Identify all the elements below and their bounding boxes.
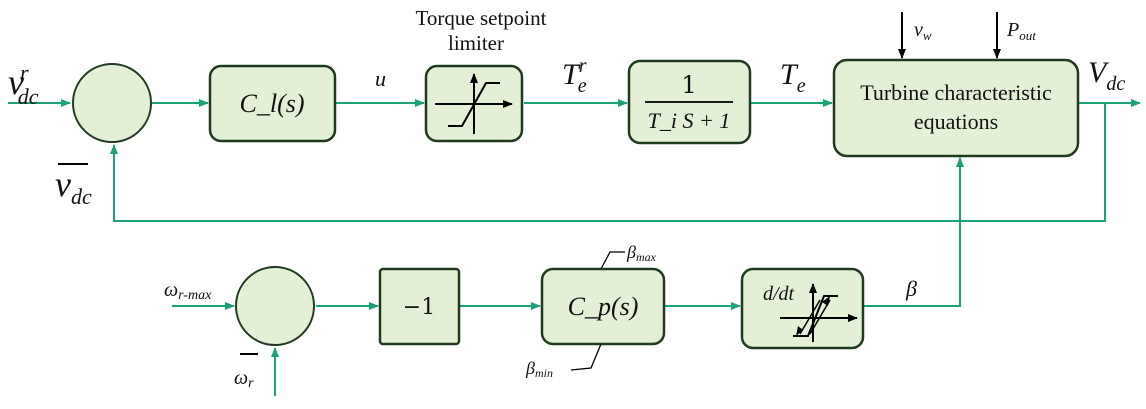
summing-junction-speed (235, 266, 315, 346)
turbine-label-1: Turbine characteristic (860, 80, 1052, 105)
te-label: Te (780, 58, 806, 97)
beta-max-leader (600, 251, 625, 270)
gain-label: −1 (403, 295, 435, 320)
vw-label: vw (914, 19, 932, 43)
cp-label: C_p(s) (568, 292, 639, 321)
turbine-label-2: equations (914, 109, 998, 134)
rate-limiter-block (740, 267, 865, 350)
pout-label: Pout (1006, 19, 1036, 43)
beta-min-label: βmin (525, 358, 553, 380)
saturation-icon (435, 73, 513, 134)
ddt-label: d/dt (763, 283, 795, 305)
beta-wire (864, 157, 964, 307)
feedback-wire (110, 103, 1106, 222)
vdc-feedback-label: vdc (55, 164, 92, 209)
beta-label: β (905, 276, 917, 301)
controller-cl-block (208, 64, 337, 143)
cl-label: C_l(s) (240, 89, 305, 118)
wr-label: ωr (234, 367, 254, 391)
rate-saturation-icon (780, 283, 858, 342)
turbine-equations-block (832, 58, 1080, 158)
controller-cp-block (540, 267, 666, 346)
beta-max-label: βmax (626, 242, 657, 264)
summing-junction-vdc (72, 63, 152, 143)
gain-block (378, 267, 461, 346)
wr-max-label: ωr-max (164, 279, 212, 303)
tf-numerator: 1 (681, 71, 696, 99)
u-label: u (375, 66, 386, 91)
limiter-title: Torque setpoint (416, 6, 547, 30)
tf-denominator: T_i S + 1 (648, 108, 731, 133)
vdc-output-label: Vdc (1088, 56, 1125, 95)
limiter-title-2: limiter (448, 31, 504, 55)
beta-min-leader (570, 343, 602, 371)
